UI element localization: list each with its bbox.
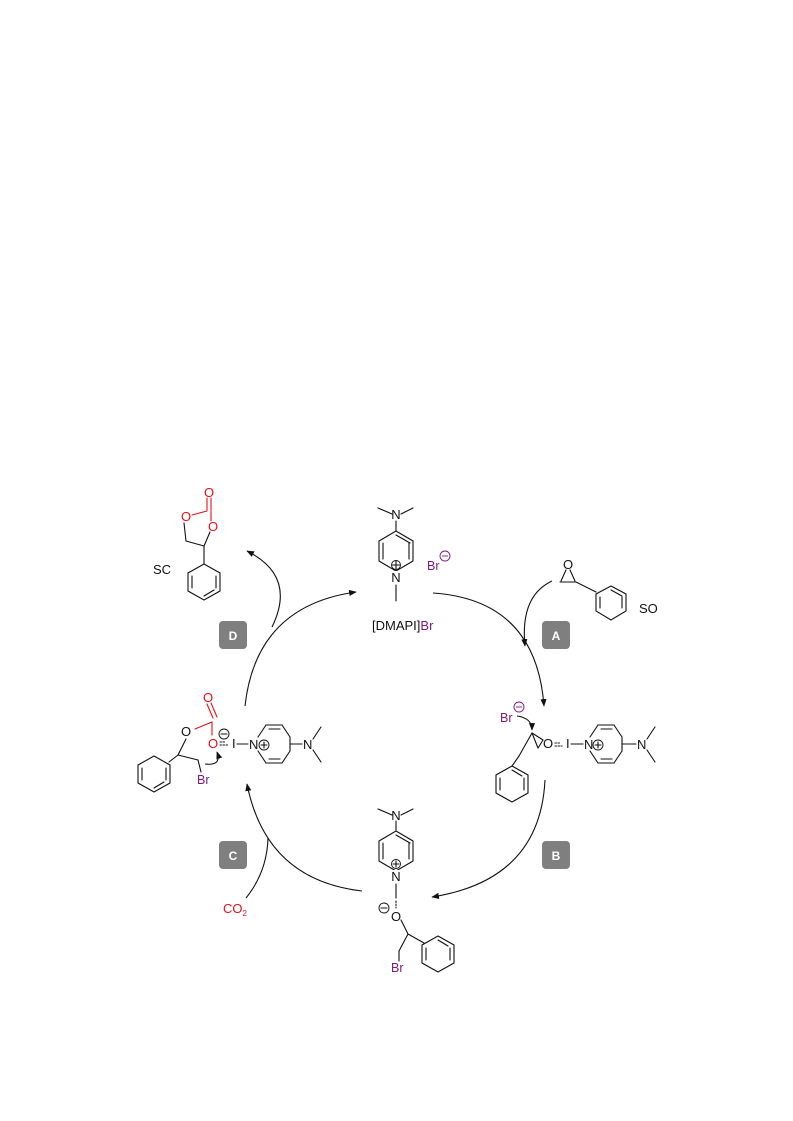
svg-text:D: D [229,629,238,643]
atom-o-ring-right: O [208,519,218,534]
step-box-c: C [219,841,247,869]
atom-n-pyridinium: N [391,570,400,585]
arrow-right-to-bottom [431,779,546,899]
arrow-so-enter [521,580,553,647]
atom-i-activated: I [566,736,570,751]
catalyst-label: [DMAPI]Br [372,618,434,633]
bromide-attacking: Br [500,711,513,725]
atom-n-carbonate: N [249,737,258,752]
styrene-oxide: O SO [559,557,658,621]
so-label: SO [639,601,658,616]
atom-o-epoxide: O [563,557,573,572]
arrow-release-sc [246,550,281,628]
svg-text:A: A [552,629,561,643]
atom-n-dimethylamino-activated: N [637,737,646,752]
atom-n-pyridinium-bottom: N [391,869,400,884]
dmapi-catalyst: N N Br [DMAPI]Br [372,507,451,633]
step-box-a: A [542,621,570,649]
atom-n-activated: N [584,737,593,752]
atom-o-epoxide-activated: O [543,736,553,751]
carbonate-intermediate: O O O I N N Br [137,690,322,793]
arrow-left-to-top [244,589,357,707]
arrow-bottom-to-left [245,783,363,892]
step-box-d: D [219,621,247,649]
step-box-b: B [542,841,570,869]
arrow-top-to-right [432,592,547,707]
atom-o-alkoxide: O [391,909,401,924]
atom-o-carbonate-anion: O [208,736,218,751]
atom-i-carbonate: I [232,736,236,751]
atom-o-carbonate-ester: O [181,724,191,739]
atom-o-carbonate-top: O [203,690,213,705]
bromide-counter-ion: Br [427,559,440,573]
co2-label: CO2 [223,901,248,918]
atom-o-carbonyl: O [204,485,214,500]
styrene-carbonate: O O O SC [153,485,221,601]
atom-n-dimethylamino-bottom: N [391,808,400,823]
atom-n-dimethylamino-carbonate: N [303,737,312,752]
arrow-co2-enter [245,837,269,899]
activated-epoxide-intermediate: Br O I N N [495,701,656,803]
svg-text:C: C [229,849,238,863]
svg-text:B: B [552,849,561,863]
ring-opened-alkoxide: N N O Br [377,808,455,975]
bromine-bottom: Br [391,961,404,975]
sc-label: SC [153,562,171,577]
atom-n-dimethylamino: N [391,507,400,522]
atom-o-ring-left: O [181,509,191,524]
bromine-carbonate: Br [197,773,210,787]
